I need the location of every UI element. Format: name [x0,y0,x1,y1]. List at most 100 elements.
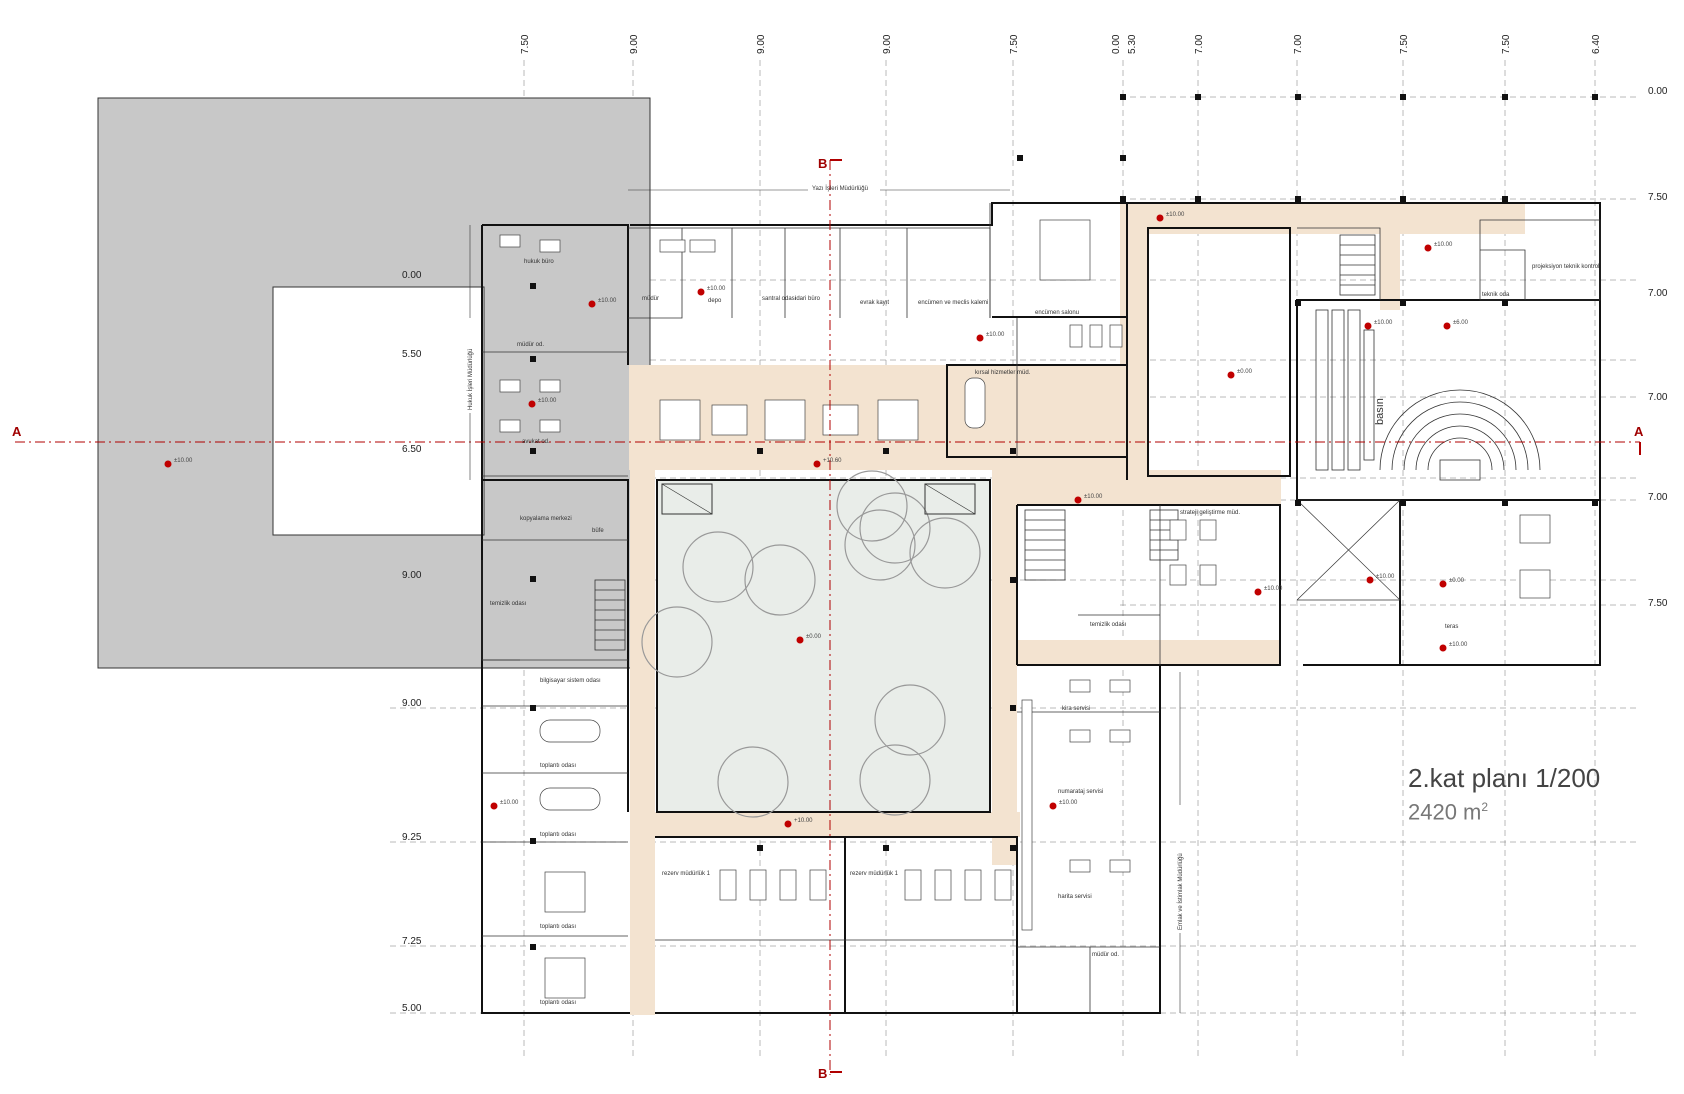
elevation-label: ±10.00 [1166,212,1185,218]
left-dim-label: 7.25 [402,936,422,947]
section-a-right: A [1634,424,1644,439]
elevation-label: ±10.00 [1374,320,1393,326]
elevation-label: ±10.00 [1449,642,1468,648]
press-seating [1315,309,1375,471]
right-dim-label: 7.50 [1648,192,1668,203]
top-dim-label: 0.00 [1111,34,1122,54]
elevation-label: ±10.00 [1084,494,1103,500]
room-rezerv2: rezerv müdürlük 1 [850,871,899,877]
room-labels: hukuk büro müdür od. avukat od. müdür de… [490,259,1599,1006]
room-evrak-kayit: evrak kayıt [860,300,889,306]
elevation-label: ±10.00 [707,286,726,292]
room-avukat-od: avukat od. [522,439,550,445]
section-lines [15,159,1641,1075]
room-toplanti1: toplantı odası [540,763,576,769]
room-teras: teras [1445,624,1458,630]
room-mudur-od: müdür od. [517,342,544,348]
top-dim-label: 9.00 [756,34,767,54]
left-dim-label: 5.50 [402,349,422,360]
right-dim-label: 7.00 [1648,392,1668,403]
section-b-bottom: B [818,1066,827,1081]
elevation-label: +10.60 [823,458,842,464]
room-projeksiyon: projeksiyon teknik kontrol [1532,264,1599,270]
room-depo: depo [708,298,722,304]
directorate-emlak: Emlak ve İstimlak Müdürlüğü [1177,853,1184,930]
top-dimensions: 7.50 9.00 9.00 9.00 7.50 0.00 5.30 7.00 … [520,34,1602,54]
right-dimensions: 0.00 7.50 7.00 7.00 7.00 7.50 [1648,86,1668,609]
room-bilgisayar: bilgisayar sistem odası [540,678,601,684]
room-mudur: müdür [642,296,659,302]
top-dim-label: 7.50 [1501,34,1512,54]
right-dim-label: 7.50 [1648,598,1668,609]
top-dim-label: 9.00 [629,34,640,54]
left-dim-label: 9.25 [402,832,422,843]
elevation-label: ±10.00 [1059,800,1078,806]
elevation-label: ±10.00 [174,458,193,464]
title-block: 2.kat planı 1/200 2420 m2 [1408,763,1668,826]
left-dim-label: 5.00 [402,1003,422,1014]
left-dim-label: 9.00 [402,570,422,581]
room-kirsal: kırsal hizmetler müd. [975,370,1031,376]
room-rezerv1: rezerv müdürlük 1 [662,871,711,877]
room-encumen-salonu: encümen salonu [1035,310,1079,316]
elevation-label: ±10.00 [986,332,1005,338]
room-kopyalama: kopyalama merkezi [520,516,572,522]
room-basin: basın [1374,398,1386,425]
right-dim-label: 7.00 [1648,492,1668,503]
room-partitions [481,203,1601,1013]
top-dim-label: 5.30 [1127,34,1138,54]
elevation-label: ±10.00 [1264,586,1283,592]
elevation-label: ±10.00 [500,800,519,806]
elevation-label: ±0.00 [1449,578,1465,584]
elevation-label: ±0.00 [806,634,822,640]
section-b-top: B [818,156,827,171]
room-teknik: teknik oda [1482,292,1510,298]
right-dim-label: 0.00 [1648,86,1668,97]
elevation-label: ±0.00 [1237,369,1253,375]
top-dim-label: 7.50 [1399,34,1410,54]
room-toplanti2: toplantı odası [540,832,576,838]
left-dim-label: 9.00 [402,698,422,709]
room-toplanti3: toplantı odası [540,924,576,930]
elevation-label: ±10.00 [1376,574,1395,580]
room-toplanti4: toplantı odası [540,1000,576,1006]
room-strateji: strateji geliştirme müd. [1180,510,1240,516]
right-dim-label: 7.00 [1648,288,1668,299]
elevation-label: ±10.00 [538,398,557,404]
room-temizlik2: temizlik odası [1090,622,1127,628]
top-dim-label: 9.00 [882,34,893,54]
furniture [499,219,1551,999]
top-dim-label: 7.00 [1194,34,1205,54]
room-temizlik1: temizlik odası [490,601,527,607]
top-dim-label: 7.50 [1009,34,1020,54]
room-hukuk-buro: hukuk büro [524,259,554,265]
directorate-hukuk-isleri: Hukuk İşleri Müdürlüğü [467,349,474,410]
plan-title: 2.kat planı 1/200 [1408,763,1601,793]
elevation-label: ±10.00 [1434,242,1453,248]
elevation-markers: ±10.00 ±10.00 ±10.00 ±10.00 ±10.00 +10.6… [164,212,1469,828]
room-kira: kira servisi [1062,706,1090,712]
room-encumen-meclis: encümen ve meclis kalemi [918,300,988,306]
existing-building-block [97,97,651,669]
structural-columns [530,94,1598,950]
room-harita: harita servisi [1058,894,1092,900]
room-idari-buro: idari büro [795,296,821,302]
elevation-label: ±6.00 [1453,320,1469,326]
room-mudur-od2: müdür od. [1092,952,1119,958]
area-value: 2420 m [1408,799,1482,825]
left-dim-label: 6.50 [402,444,422,455]
elevation-label: ±10.00 [598,298,617,304]
top-dim-label: 7.00 [1293,34,1304,54]
area-unit: 2 [1481,800,1489,814]
directorate-yazi-isleri: Yazı İşleri Müdürlüğü [812,185,868,192]
plan-area: 2420 m2 [1408,793,1668,826]
top-dim-label: 6.40 [1591,34,1602,54]
left-dim-label: 0.00 [402,270,422,281]
room-numarataj: numarataj servisi [1058,789,1103,795]
room-santral: santral odası [762,296,797,302]
room-bufe: büfe [592,528,604,534]
auditorium-seating [1315,309,1541,481]
left-dimensions: 0.00 5.50 6.50 9.00 9.00 9.25 7.25 5.00 [402,270,422,1014]
section-a-left: A [12,424,22,439]
